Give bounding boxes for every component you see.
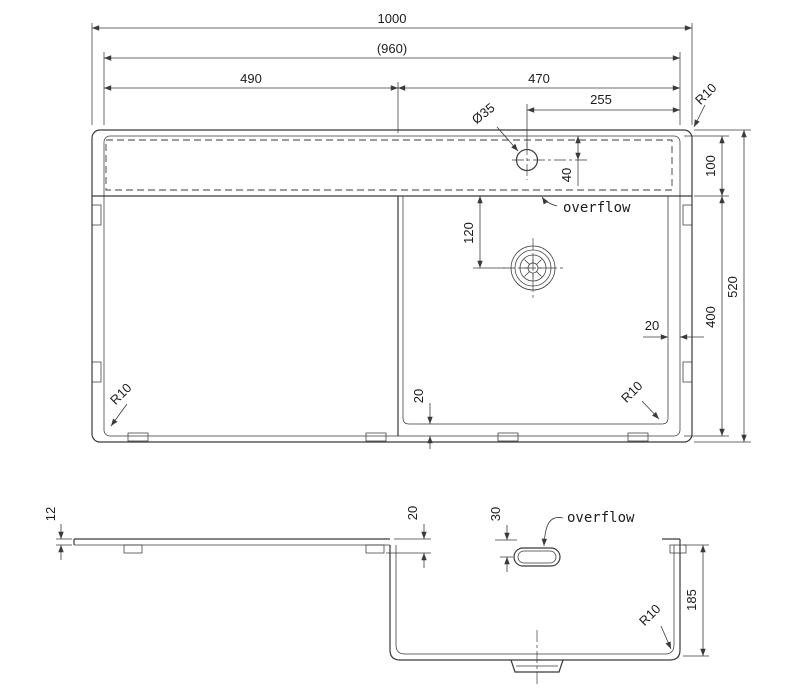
leader-lines-top-view	[110, 104, 706, 427]
extension-lines-side-view	[56, 538, 709, 657]
dim-drainboard-width: 490	[240, 71, 262, 86]
dim-faucet-offset: 255	[590, 92, 612, 107]
mounting-clip-right-bottom	[682, 361, 693, 383]
mounting-clip-left-top	[91, 204, 102, 226]
sink-outer-outline	[91, 129, 693, 443]
radius-side-view: R10	[636, 601, 663, 628]
sink-inner-outline	[103, 135, 681, 437]
dim-bowl-region-height: 400	[703, 306, 718, 328]
dim-wall-gap-bottom: 20	[411, 389, 426, 403]
radius-bottom-right: R10	[618, 378, 645, 405]
dim-wall-gap-right: 20	[645, 318, 659, 333]
mounting-clip-right-top	[682, 204, 693, 226]
mounting-clip-left-bottom	[91, 361, 102, 383]
mounting-clip-bottom-3	[497, 432, 519, 442]
mounting-clip-bottom-2	[365, 432, 387, 442]
dim-overflow-from-top: 30	[488, 507, 503, 521]
mounting-clip-bottom-4	[627, 432, 649, 442]
faucet-hole	[512, 143, 588, 180]
side-view: 12 20 30 overflow 185 R10	[43, 506, 709, 684]
side-clip-1	[123, 544, 143, 554]
top-view: 1000 (960) 490 470 255 Ø35 R10 100 40 ov…	[91, 11, 751, 449]
dim-overall-height: 520	[725, 276, 740, 298]
bowl-profile	[389, 538, 681, 661]
drainboard-profile	[73, 538, 687, 554]
side-clip-2	[365, 544, 385, 554]
dim-rim-thickness: 12	[43, 507, 58, 521]
dim-inner-width: (960)	[377, 41, 407, 56]
dimension-lines-side-view	[58, 517, 706, 656]
drain-assembly	[503, 238, 563, 298]
dim-rim-strip-height: 100	[703, 155, 718, 177]
dim-bowl-width: 470	[528, 71, 550, 86]
dim-drain-from-strip: 120	[461, 222, 476, 244]
extension-lines-top-view	[91, 23, 751, 443]
drainboard-strip-dashed	[105, 139, 673, 191]
dim-faucet-from-top: 40	[559, 168, 574, 182]
drain-outlet	[510, 630, 564, 684]
dim-overall-width: 1000	[378, 11, 407, 26]
bowl-inner-outline	[402, 196, 669, 425]
side-clip-3	[669, 544, 687, 554]
dim-step-depth: 20	[405, 506, 420, 520]
overflow-label-side-view: overflow	[567, 510, 635, 526]
overflow-slot	[513, 547, 561, 567]
dim-bowl-depth: 185	[684, 589, 699, 611]
radius-bottom-left: R10	[107, 380, 134, 407]
overflow-label-top-view: overflow	[563, 200, 631, 216]
dim-faucet-diameter: Ø35	[469, 100, 498, 127]
mounting-clip-bottom-1	[127, 432, 149, 442]
dimension-lines-top-view	[92, 25, 747, 449]
radius-top-right: R10	[692, 80, 719, 107]
